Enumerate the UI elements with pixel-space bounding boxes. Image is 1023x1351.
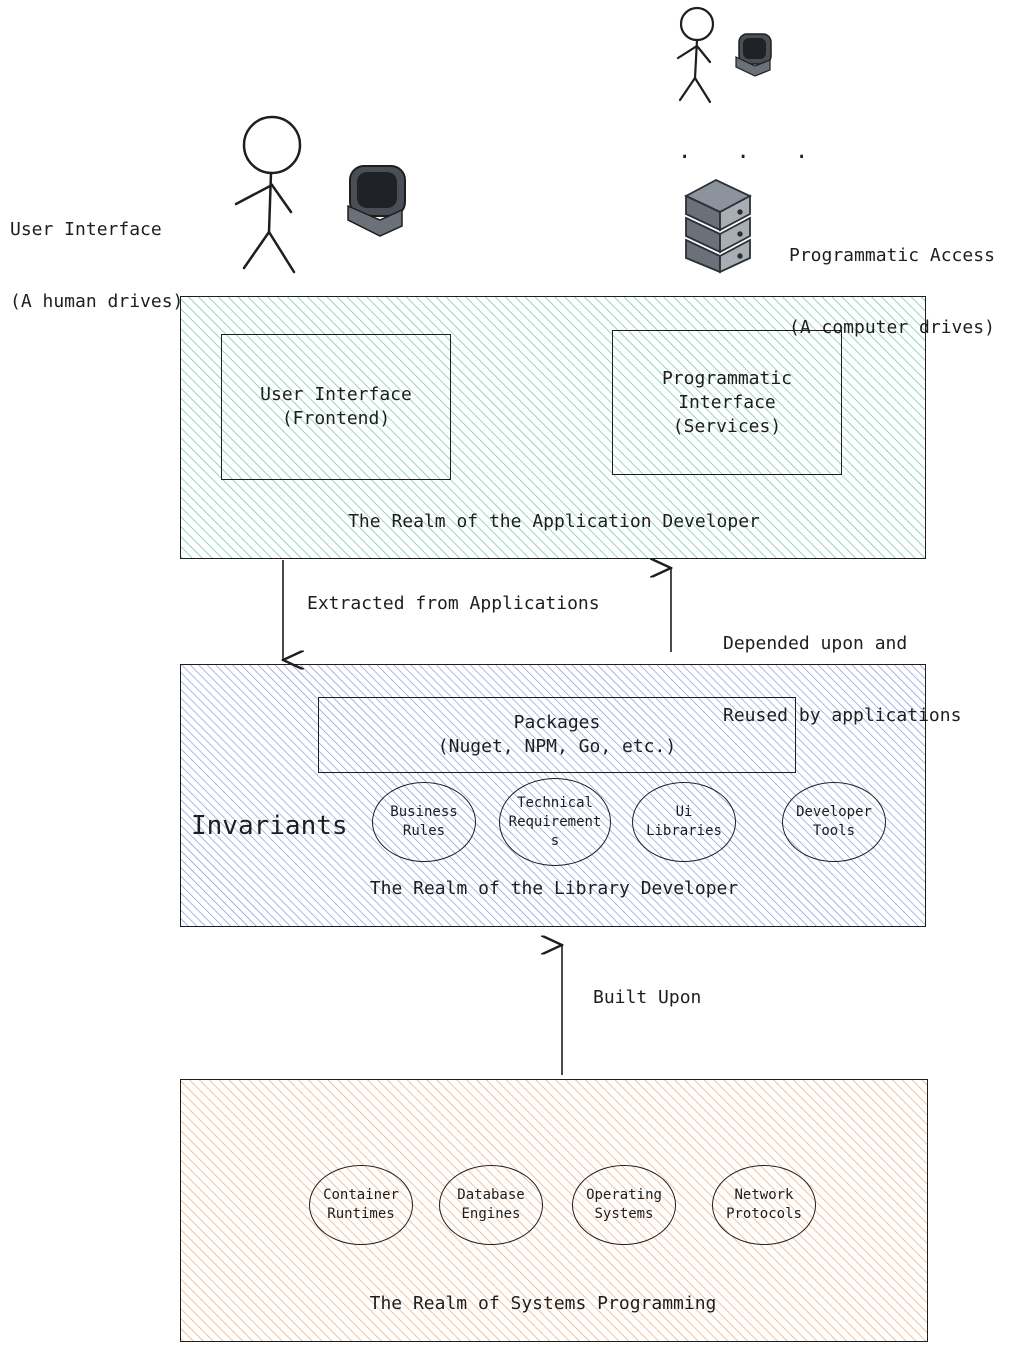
sys-realm: Container Runtimes Database Engines Oper… <box>180 1079 928 1342</box>
depended-label: Depended upon and Reused by applications <box>723 584 961 752</box>
invariants-label: Invariants <box>191 811 348 841</box>
computer-label-line2: (A computer drives) <box>789 317 995 338</box>
small-monitor-icon <box>735 33 772 77</box>
ui-frontend-box: User Interface (Frontend) <box>221 334 451 480</box>
human-label-line1: User Interface <box>10 219 162 240</box>
computer-monitor-icon <box>347 165 406 237</box>
app-realm-fill <box>180 296 926 559</box>
oval-database-engines: Database Engines <box>439 1165 543 1245</box>
oval-container-runtimes: Container Runtimes <box>309 1165 413 1245</box>
depended-line2: Reused by applications <box>723 705 962 726</box>
server-stack-icon <box>683 178 753 274</box>
computer-label-line1: Programmatic Access <box>789 245 995 266</box>
packages-box: Packages (Nuget, NPM, Go, etc.) <box>318 697 796 773</box>
oval-label: Database Engines <box>457 1187 525 1222</box>
oval-operating-systems: Operating Systems <box>572 1165 676 1245</box>
sys-realm-title: The Realm of Systems Programming <box>369 1293 717 1314</box>
oval-label: Business Rules <box>390 804 458 839</box>
lib-realm-title: The Realm of the Library Developer <box>369 878 739 899</box>
lib-realm: Packages (Nuget, NPM, Go, etc.) Invarian… <box>180 664 926 927</box>
ui-frontend-label: User Interface (Frontend) <box>260 384 412 429</box>
human-stick-figure-icon <box>234 115 302 274</box>
packages-label: Packages (Nuget, NPM, Go, etc.) <box>437 712 677 757</box>
oval-label: Operating Systems <box>586 1187 662 1222</box>
oval-network-protocols: Network Protocols <box>712 1165 816 1245</box>
human-label-line2: (A human drives) <box>10 291 184 312</box>
oval-developer-tools: Developer Tools <box>782 782 886 862</box>
programmatic-interface-box: Programmatic Interface (Services) <box>612 330 842 475</box>
computer-actor-label: Programmatic Access (A computer drives) <box>789 196 995 364</box>
oval-business-rules: Business Rules <box>372 782 476 862</box>
oval-label: Network Protocols <box>726 1187 802 1222</box>
oval-label: Technical Requirement s <box>508 794 602 849</box>
programmatic-interface-label: Programmatic Interface (Services) <box>661 367 793 437</box>
oval-label: Container Runtimes <box>323 1187 399 1222</box>
ellipsis-dots: . . . <box>678 139 825 164</box>
built-upon-label: Built Upon <box>593 987 702 1008</box>
small-stick-figure-icon <box>676 6 715 104</box>
oval-label: Ui Libraries <box>646 804 722 839</box>
oval-label: Developer Tools <box>796 804 872 839</box>
depended-line1: Depended upon and <box>723 633 908 654</box>
app-realm-title: The Realm of the Application Developer <box>348 511 760 532</box>
app-realm: User Interface (Frontend) Programmatic I… <box>180 296 926 559</box>
oval-technical-requirements: Technical Requirement s <box>499 778 611 866</box>
human-actor-label: User Interface (A human drives) <box>10 170 183 338</box>
oval-ui-libraries: Ui Libraries <box>632 782 736 862</box>
extracted-label: Extracted from Applications <box>307 593 600 614</box>
